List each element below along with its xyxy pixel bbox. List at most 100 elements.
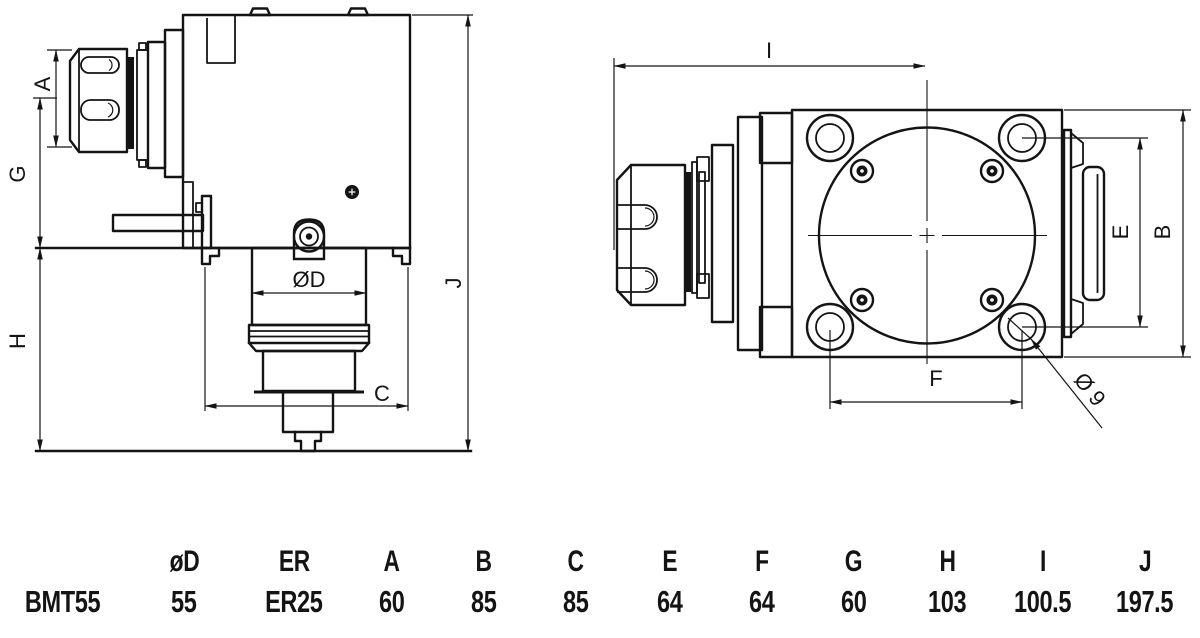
screw [979, 158, 1005, 184]
shank-ring-band [247, 323, 371, 345]
dim-label-c: C [374, 381, 390, 406]
dimension-b: B [1064, 109, 1191, 358]
set-screw-cross [348, 188, 356, 196]
dimension-e: E [1022, 137, 1148, 328]
table-header-e: E [662, 545, 677, 578]
table-cell-b: 85 [470, 584, 497, 619]
table-header-model [0, 542, 126, 582]
dim-label-a: A [30, 76, 55, 91]
clamp-block-top [758, 111, 794, 165]
dimension-i: I [613, 38, 926, 250]
shank-lower-section [281, 390, 335, 434]
dim-label-e: E [1108, 225, 1133, 240]
front-nut-slot-1-arc [644, 207, 655, 227]
gearbox-body-outline [181, 13, 412, 250]
body-step-top-left [206, 16, 236, 64]
side-arm [111, 194, 213, 250]
dim-label-d: ØD [293, 267, 326, 292]
front-nut-slot-2-arc [644, 270, 655, 290]
front-step-top [696, 156, 710, 182]
table-cell-f: 64 [748, 584, 775, 619]
foot-right [391, 246, 412, 266]
dim-label-j: J [441, 278, 466, 289]
table-header-i: I [1039, 545, 1046, 578]
body-step-bottom-left [183, 181, 194, 248]
nut-slot-2-arc [107, 102, 114, 118]
front-nut-slot-2 [617, 267, 658, 293]
connector-cap [1081, 165, 1106, 302]
flange-disc-3 [136, 49, 149, 161]
dimension-h: H [5, 247, 43, 452]
front-flange [808, 80, 1047, 364]
side-shank [247, 246, 371, 453]
front-screws [849, 158, 1005, 313]
shank-tenon [293, 430, 323, 453]
front-connector [1062, 128, 1106, 339]
table-header-b: B [475, 545, 492, 578]
dim-label-f: F [929, 366, 942, 391]
stop-arm-block [195, 202, 203, 213]
side-body [181, 7, 412, 261]
front-spindle [615, 163, 691, 307]
dimension-j: J [412, 14, 473, 452]
front-view: I E B F Ø 9 [613, 38, 1191, 429]
front-flange-plate [736, 115, 764, 352]
table-header-a: A [383, 545, 401, 578]
stop-arm-bar [111, 213, 205, 233]
key-top [138, 42, 147, 51]
table-header-j: J [1138, 545, 1152, 578]
table-cell-a: 60 [379, 584, 405, 619]
side-view: A G H J ØD C [5, 7, 473, 453]
table-header-f: F [754, 545, 769, 578]
table-cell-model: BMT55 [25, 584, 101, 619]
flange-disc-1 [163, 28, 185, 179]
dimension-d: ØD [251, 267, 367, 296]
dimension-c: C [204, 267, 409, 411]
front-nut-gap-band [685, 172, 691, 292]
top-plug-right [346, 7, 370, 17]
table-header-od: øD [169, 545, 199, 578]
front-ring-1 [691, 161, 698, 294]
connector-bump-bottom [1070, 298, 1084, 335]
dimension-table: øD ER A B C E F G H I J BMT55 55 ER25 60… [0, 542, 1200, 622]
screw [849, 287, 875, 313]
dim-label-b: B [1150, 225, 1175, 240]
table-cell-er: ER25 [265, 584, 323, 619]
dim-label-g: G [5, 165, 30, 182]
dim-label-i: I [766, 38, 772, 63]
front-step-bottom [696, 273, 710, 299]
flange-disc-2 [146, 40, 167, 170]
table-header-g: G [844, 545, 863, 578]
shank-ring-lines [249, 330, 369, 338]
table-header-c: C [567, 545, 585, 578]
pivot-center [305, 233, 313, 240]
front-bolt-holes [805, 113, 1047, 352]
dim-label-h: H [5, 333, 30, 349]
table-header-h: H [939, 545, 956, 578]
front-nut-slot-1 [617, 204, 658, 230]
nut-slot-1-arc [108, 58, 113, 72]
side-base [34, 246, 412, 266]
connector-bump-top [1070, 132, 1084, 169]
nut-gap-band [127, 57, 134, 149]
nut-slot-2 [80, 99, 120, 121]
table-cell-j: 197.5 [1116, 584, 1174, 619]
table-cell-h: 103 [928, 584, 967, 619]
screw [849, 158, 875, 184]
table-cell-od: 55 [171, 584, 197, 619]
screw [979, 287, 1005, 313]
table-cell-e: 64 [656, 584, 683, 619]
table-cell-g: 60 [840, 584, 867, 619]
dimension-g: G [5, 97, 57, 249]
dim-label-hole-dia: Ø 9 [1069, 368, 1111, 411]
pivot-inner-ring [299, 226, 319, 247]
front-collet-nut [615, 163, 687, 307]
foot-left [200, 246, 221, 266]
nut-slot-1 [80, 56, 120, 74]
front-disc [710, 143, 735, 324]
table-header-er: ER [278, 545, 310, 578]
dimension-f: F [829, 330, 1023, 409]
shank-mid-section [261, 349, 357, 393]
connector-plate [1062, 128, 1073, 339]
